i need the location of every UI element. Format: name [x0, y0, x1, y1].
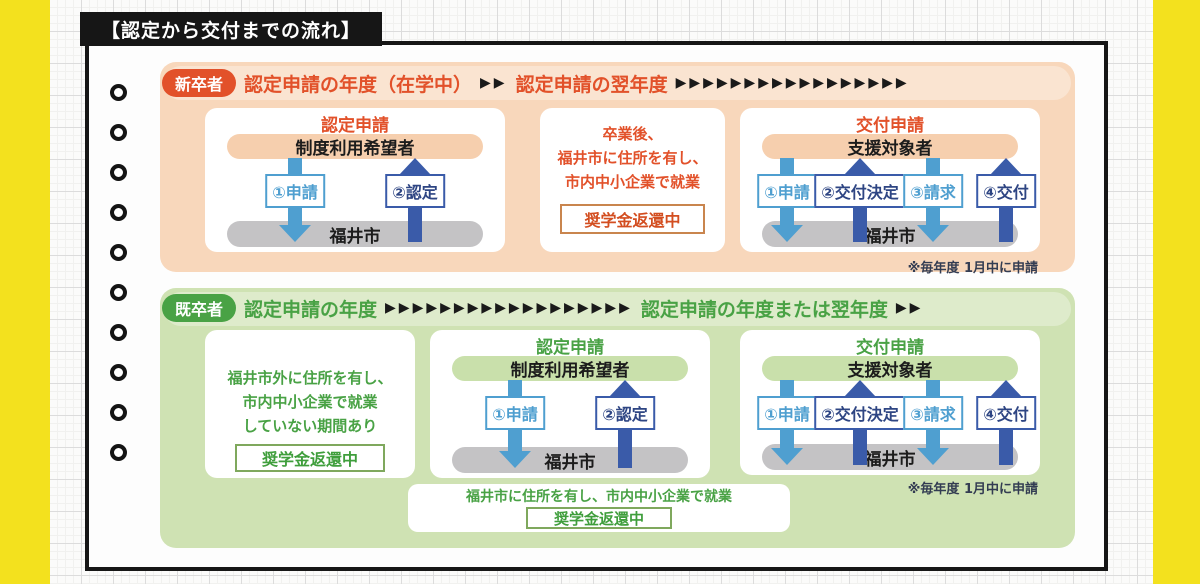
condition-box: 福井市外に住所を有し、 市内中小企業で就業 していない期間あり 奨学金返還中 [205, 330, 415, 478]
condition-text: 福井市外に住所を有し、 市内中小企業で就業 していない期間あり [205, 366, 415, 438]
step-label: ②交付決定 [814, 174, 906, 208]
binding-hole-icon [110, 364, 127, 381]
certification-application-box: 認定申請 制度利用希望者 福井市 ①申請 ②認定 [430, 330, 710, 478]
page-title-text: 【認定から交付までの流れ】 [100, 19, 361, 42]
repayment-status-box: 奨学金返還中 [235, 444, 385, 472]
binding-hole-icon [110, 124, 127, 141]
past-graduate-badge: 既卒者 [162, 294, 237, 322]
condition-line: 卒業後、 [602, 125, 663, 143]
page-title: 【認定から交付までの流れ】 [80, 12, 382, 46]
timeline-label: 認定申請の年度 [244, 298, 378, 321]
step-label: ②認定 [385, 174, 445, 208]
condition-line: していない期間あり [242, 417, 378, 435]
binding-hole-icon [110, 244, 127, 261]
annual-application-note: ※毎年度 1月中に申請 [907, 482, 1038, 497]
step-label: ①申請 [757, 174, 817, 208]
binding-hole-icon [110, 84, 127, 101]
section-new-graduates: 新卒者 認定申請の年度（在学中） ▶▶ 認定申請の翌年度 ▶▶▶▶▶▶▶▶▶▶▶… [160, 62, 1075, 276]
actor-applicant-pill: 制度利用希望者 [227, 134, 483, 159]
section-past-graduates: 既卒者 認定申請の年度 ▶▶▶▶▶▶▶▶▶▶▶▶▶▶▶▶▶▶ 認定申請の年度また… [160, 288, 1075, 548]
section-header-band [164, 292, 1071, 326]
condition-text: 卒業後、 福井市に住所を有し、 市内中小企業で就業 [540, 122, 725, 194]
condition-line: 福井市に住所を有し、市内中小企業で就業 [466, 489, 732, 505]
timeline-arrows-icon: ▶▶ [895, 300, 924, 316]
box-title: 交付申請 [856, 116, 924, 136]
grant-application-box: 交付申請 支援対象者 福井市 ①申請 ②交付決定 ③請求 ④交付 [740, 330, 1040, 475]
actor-city-pill: 福井市 [452, 447, 688, 473]
actor-city-pill: 福井市 [762, 444, 1018, 470]
timeline-arrows-icon: ▶▶ [480, 75, 508, 91]
binding-hole-icon [110, 204, 127, 221]
actor-recipient-pill: 支援対象者 [762, 356, 1018, 381]
timeline-label: 認定申請の翌年度 [515, 73, 668, 96]
step-label: ③請求 [903, 174, 963, 208]
actor-applicant-pill: 制度利用希望者 [452, 356, 688, 381]
binding-holes [110, 84, 127, 484]
step-label: ①申請 [757, 396, 817, 430]
grant-application-box: 交付申請 支援対象者 福井市 ①申請 ②交付決定 ③請求 ④交付 [740, 108, 1040, 252]
section1-header: 新卒者 認定申請の年度（在学中） ▶▶ 認定申請の翌年度 ▶▶▶▶▶▶▶▶▶▶▶… [162, 69, 910, 97]
certification-application-box: 認定申請 制度利用希望者 福井市 ①申請 ②認定 [205, 108, 505, 252]
binding-hole-icon [110, 284, 127, 301]
binding-hole-icon [110, 444, 127, 461]
step-label: ①申請 [265, 174, 325, 208]
timeline-label: 認定申請の年度（在学中） [244, 73, 473, 96]
step-label: ①申請 [485, 396, 545, 430]
condition-line: 市内中小企業で就業 [242, 393, 378, 411]
condition-line: 福井市に住所を有し、 [557, 149, 708, 167]
actor-city-pill: 福井市 [227, 221, 483, 247]
actor-city-pill: 福井市 [762, 221, 1018, 247]
repayment-status-box: 奨学金返還中 [526, 507, 672, 529]
timeline-label: 認定申請の年度または翌年度 [640, 298, 888, 321]
box-title: 認定申請 [536, 338, 604, 358]
repayment-status-box: 奨学金返還中 [560, 204, 705, 234]
section-header-band [164, 66, 1071, 100]
step-label: ③請求 [903, 396, 963, 430]
section2-header: 既卒者 認定申請の年度 ▶▶▶▶▶▶▶▶▶▶▶▶▶▶▶▶▶▶ 認定申請の年度また… [162, 294, 923, 322]
step-label: ②認定 [595, 396, 655, 430]
binding-hole-icon [110, 164, 127, 181]
actor-recipient-pill: 支援対象者 [762, 134, 1018, 159]
new-graduate-badge: 新卒者 [162, 69, 237, 97]
annual-application-note: ※毎年度 1月中に申請 [907, 261, 1038, 276]
step-label: ④交付 [976, 396, 1036, 430]
condition-line: 福井市外に住所を有し、 [227, 369, 393, 387]
timeline-arrows-icon: ▶▶▶▶▶▶▶▶▶▶▶▶▶▶▶▶▶ [675, 75, 910, 91]
condition-box: 卒業後、 福井市に住所を有し、 市内中小企業で就業 奨学金返還中 [540, 108, 725, 252]
binding-hole-icon [110, 324, 127, 341]
box-title: 認定申請 [321, 116, 389, 136]
binding-hole-icon [110, 404, 127, 421]
condition-line: 市内中小企業で就業 [564, 173, 700, 191]
box-title: 交付申請 [856, 338, 924, 358]
employment-condition-box: 福井市に住所を有し、市内中小企業で就業 奨学金返還中 [408, 484, 790, 532]
step-label: ②交付決定 [814, 396, 906, 430]
timeline-arrows-icon: ▶▶▶▶▶▶▶▶▶▶▶▶▶▶▶▶▶▶ [385, 300, 633, 316]
step-label: ④交付 [976, 174, 1036, 208]
